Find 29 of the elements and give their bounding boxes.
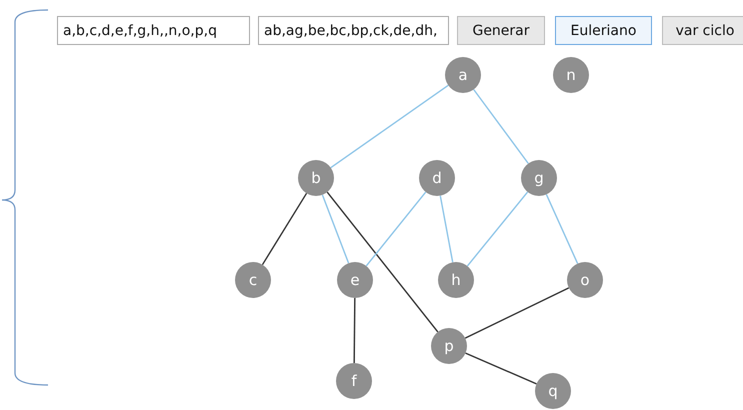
- graph-edge: [546, 194, 578, 264]
- graph-edge: [473, 89, 529, 164]
- graph-edge: [366, 192, 426, 266]
- eulerian-button: Euleriano: [555, 16, 652, 45]
- graph-vertex: a: [445, 57, 481, 93]
- graph-edge: [330, 84, 449, 168]
- graph-vertex: q: [535, 373, 571, 409]
- graph-vertex: o: [567, 262, 603, 298]
- graph-vertex: p: [431, 328, 467, 364]
- graph-edge: [353, 298, 356, 363]
- graph-edge: [262, 192, 308, 266]
- graph-edge: [326, 192, 438, 332]
- graph-vertex: h: [438, 262, 474, 298]
- graph-vertex: f: [336, 363, 372, 399]
- generate-button: Generar: [457, 16, 545, 45]
- graph-vertex: c: [235, 262, 271, 298]
- graph-vertex: n: [553, 57, 589, 93]
- graph-vertex: d: [419, 160, 455, 196]
- graph-vertex: e: [337, 262, 373, 298]
- input-field: a,b,c,d,e,f,g,h,,n,o,p,q: [57, 16, 250, 45]
- graph-edge: [466, 192, 528, 266]
- input-field: ab,ag,be,bc,bp,ck,de,dh,: [258, 16, 449, 45]
- graph-edge: [465, 352, 537, 384]
- graph-edge: [322, 194, 350, 264]
- graph-edge: [464, 287, 570, 339]
- graph-vertex: g: [521, 160, 557, 196]
- graph-vertex: b: [298, 160, 334, 196]
- cycle-button: var ciclo: [662, 16, 743, 45]
- graph-edge: [440, 196, 454, 262]
